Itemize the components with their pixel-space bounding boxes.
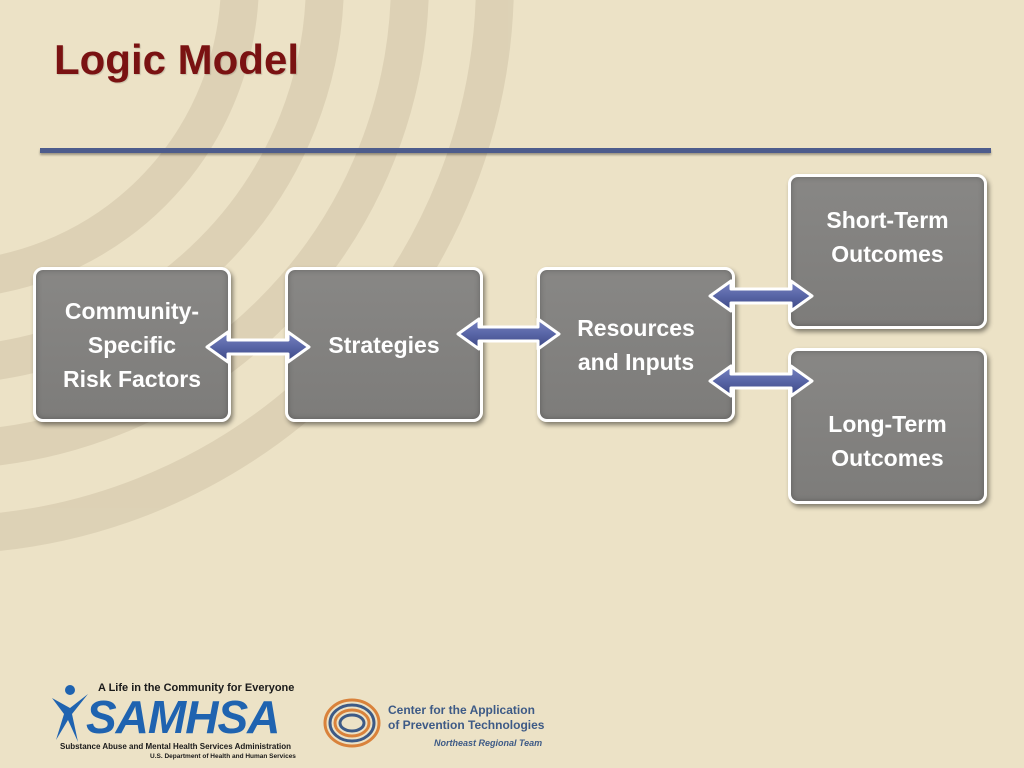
node-resources-and-inputs[interactable]: Resources and Inputs bbox=[537, 267, 735, 422]
node-label: Short-Term Outcomes bbox=[826, 206, 949, 267]
samhsa-figure-icon bbox=[52, 685, 88, 742]
arrow-strategies-to-resources bbox=[456, 317, 561, 351]
node-label: Strategies bbox=[328, 331, 440, 358]
capt-swirl-icon bbox=[323, 698, 381, 748]
arrow-risk-to-strategies bbox=[205, 330, 311, 364]
node-strategies[interactable]: Strategies bbox=[285, 267, 483, 422]
capt-team: Northeast Regional Team bbox=[434, 738, 543, 748]
samhsa-subtitle: Substance Abuse and Mental Health Servic… bbox=[60, 742, 292, 751]
slide-title: Logic Model bbox=[54, 36, 299, 83]
node-short-term-outcomes[interactable]: Short-Term Outcomes bbox=[788, 174, 987, 329]
samhsa-tagline: A Life in the Community for Everyone bbox=[98, 682, 295, 694]
title-divider bbox=[40, 148, 991, 153]
node-label: Resources and Inputs bbox=[577, 314, 695, 375]
arrow-resources-to-short_term bbox=[708, 279, 814, 313]
arrow-resources-to-long_term bbox=[708, 364, 814, 398]
node-label: Long-Term Outcomes bbox=[828, 411, 947, 471]
node-long-term-outcomes[interactable]: Long-Term Outcomes bbox=[788, 348, 987, 504]
footer-logos: A Life in the Community for Everyone SAM… bbox=[0, 670, 1024, 768]
node-community-risk-factors[interactable]: Community- Specific Risk Factors bbox=[33, 267, 231, 422]
samhsa-department: U.S. Department of Health and Human Serv… bbox=[150, 753, 296, 760]
samhsa-wordmark: SAMHSA bbox=[86, 691, 280, 743]
capt-name: Center for the Application of Prevention… bbox=[388, 703, 545, 732]
node-label: Community- Specific Risk Factors bbox=[62, 297, 202, 392]
